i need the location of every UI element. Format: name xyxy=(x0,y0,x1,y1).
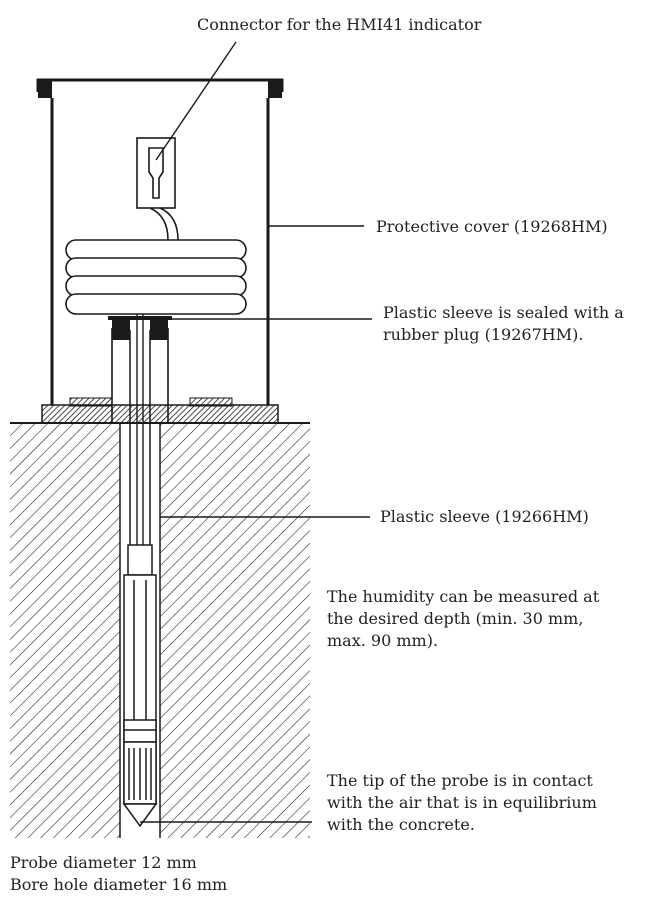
probe xyxy=(122,544,158,828)
cable-coil xyxy=(65,207,247,315)
connector xyxy=(136,137,176,209)
label-connector: Connector for the HMI41 indicator xyxy=(197,15,482,34)
label-plastic-sleeve: Plastic sleeve (19266HM) xyxy=(380,507,589,526)
label-measure-depth: The humidity can be measured at the desi… xyxy=(327,587,600,650)
label-probe-tip: The tip of the probe is in contact with … xyxy=(327,771,597,834)
rubber-plug xyxy=(108,316,172,340)
sleeve-collar xyxy=(111,328,169,423)
leader-connector xyxy=(155,41,237,161)
label-dimensions: Probe diameter 12 mm Bore hole diameter … xyxy=(10,853,228,894)
plastic-sleeve xyxy=(129,330,151,545)
protective-cover xyxy=(36,78,284,424)
label-protective-cover: Protective cover (19268HM) xyxy=(376,217,608,236)
cable xyxy=(136,300,144,545)
bore-hole xyxy=(119,423,161,838)
leader-lines xyxy=(140,41,372,823)
label-rubber-plug: Plastic sleeve is sealed with a rubber p… xyxy=(383,303,624,344)
